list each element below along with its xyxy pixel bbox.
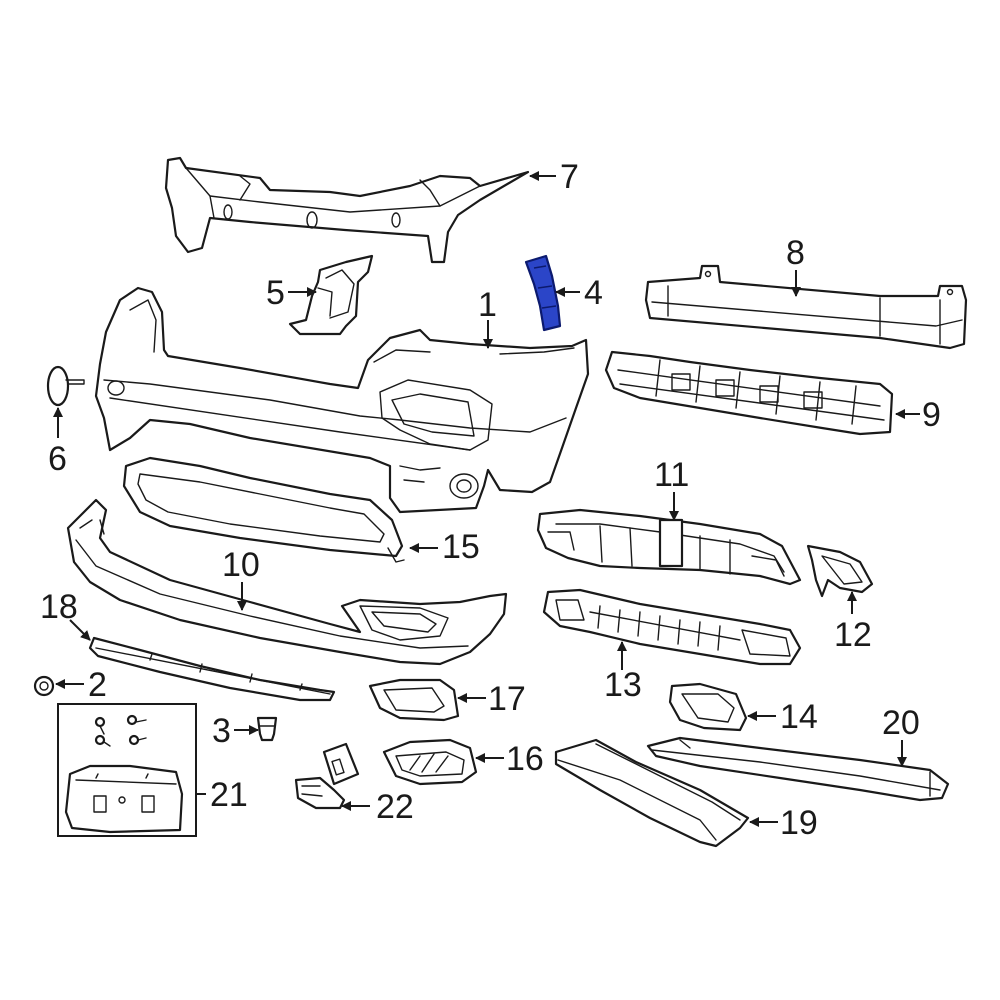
part-15-grille-frame bbox=[122, 456, 405, 563]
callout-15: 15 bbox=[442, 528, 480, 566]
callout-17: 17 bbox=[488, 680, 526, 718]
callout-4: 4 bbox=[584, 274, 603, 312]
part-21-license-bracket-kit bbox=[57, 703, 197, 837]
leader-lines bbox=[53, 171, 920, 827]
part-20-skid-strip bbox=[646, 736, 950, 802]
part-13-lower-grille bbox=[542, 588, 802, 666]
part-3-push-pin bbox=[256, 716, 278, 742]
part-6-cap bbox=[46, 365, 85, 407]
callout-3: 3 bbox=[212, 712, 231, 750]
part-8-reinforcement bbox=[644, 264, 968, 350]
callout-20: 20 bbox=[882, 704, 920, 742]
part-17-fog-bezel bbox=[368, 678, 460, 722]
part-5-bracket bbox=[288, 254, 374, 336]
part-16-grille-insert bbox=[382, 738, 478, 786]
callout-14: 14 bbox=[780, 698, 818, 736]
callout-12: 12 bbox=[834, 616, 872, 654]
part-2-clip bbox=[33, 675, 55, 697]
callout-6: 6 bbox=[48, 440, 67, 478]
callout-22: 22 bbox=[376, 788, 414, 826]
callout-2: 2 bbox=[88, 666, 107, 704]
callout-11: 11 bbox=[654, 456, 689, 494]
callout-19: 19 bbox=[780, 804, 818, 842]
part-4-bracket-highlighted bbox=[524, 254, 562, 332]
part-19-air-deflector bbox=[554, 738, 750, 848]
callout-16: 16 bbox=[506, 740, 544, 778]
callout-5: 5 bbox=[266, 274, 285, 312]
part-7-upper-support bbox=[164, 156, 530, 264]
part-18-trim-strip bbox=[88, 636, 336, 702]
callout-labels: 7 5 4 1 8 9 6 11 15 10 12 18 13 2 17 14 … bbox=[40, 158, 941, 842]
part-1-bumper-fascia bbox=[94, 286, 590, 514]
part-10-lower-fascia bbox=[66, 498, 508, 666]
callout-7: 7 bbox=[560, 158, 579, 196]
part-12-side-bracket bbox=[806, 544, 874, 598]
part-9-absorber bbox=[604, 350, 894, 436]
part-22-sensor bbox=[294, 742, 360, 810]
callout-9: 9 bbox=[922, 396, 941, 434]
screw-set bbox=[94, 714, 147, 747]
callout-21: 21 bbox=[210, 776, 248, 814]
callout-13: 13 bbox=[604, 666, 642, 704]
callout-18: 18 bbox=[40, 588, 78, 626]
part-14-fog-bezel bbox=[668, 682, 748, 732]
callout-10: 10 bbox=[222, 546, 260, 584]
part-11-upper-grille bbox=[536, 508, 802, 586]
callout-1: 1 bbox=[478, 286, 497, 324]
callout-8: 8 bbox=[786, 234, 805, 272]
